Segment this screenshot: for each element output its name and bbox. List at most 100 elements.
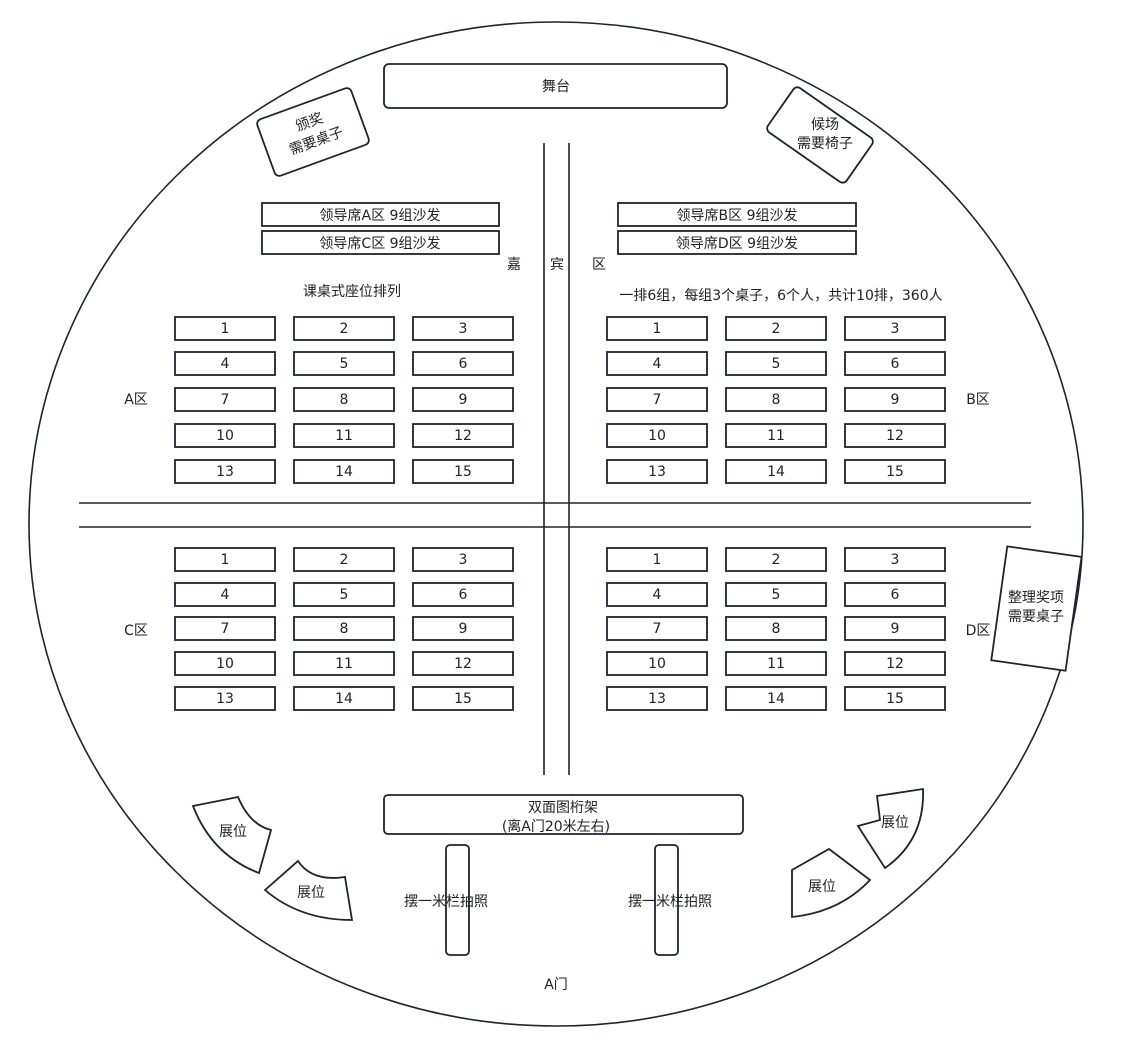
table-number: 9 [459, 621, 468, 637]
table-b-2 [725, 316, 827, 341]
table-d-8 [725, 616, 827, 641]
svg-text:展位: 展位 [219, 824, 247, 840]
table-d-10 [606, 651, 708, 676]
svg-text:双面图桁架: 双面图桁架 [528, 800, 598, 816]
table-number: 2 [772, 321, 781, 337]
table-a-13 [174, 459, 276, 484]
summary-label: 一排6组，每组3个桌子，6个人，共计10排，360人 [619, 288, 942, 304]
table-number: 14 [335, 691, 353, 707]
table-b-3 [844, 316, 946, 341]
stanchion-left [445, 844, 470, 956]
table-number: 14 [767, 691, 785, 707]
table-number: 2 [340, 552, 349, 568]
zone-a-label: A区 [124, 392, 148, 408]
booth [191, 795, 273, 875]
table-d-15 [844, 686, 946, 711]
svg-text:领导席B区 9组沙发: 领导席B区 9组沙发 [677, 208, 798, 224]
table-a-12 [412, 423, 514, 448]
table-b-6 [844, 351, 946, 376]
table-number: 8 [772, 392, 781, 408]
table-c-1 [174, 547, 276, 572]
waiting-area [766, 86, 874, 184]
table-number: 7 [221, 392, 230, 408]
table-a-4 [174, 351, 276, 376]
table-number: 13 [648, 464, 666, 480]
table-d-11 [725, 651, 827, 676]
table-number: 14 [335, 464, 353, 480]
table-number: 5 [772, 587, 781, 603]
table-number: 11 [335, 656, 353, 672]
table-c-4 [174, 582, 276, 607]
table-number: 14 [767, 464, 785, 480]
table-number: 1 [653, 552, 662, 568]
table-a-7 [174, 387, 276, 412]
sorting-line1: 整理奖项 [1008, 589, 1064, 606]
photo-label-right: 摆一米栏拍照 [628, 894, 712, 910]
table-a-15 [412, 459, 514, 484]
table-number: 2 [772, 552, 781, 568]
table-number: 5 [340, 587, 349, 603]
table-b-5 [725, 351, 827, 376]
table-a-2 [293, 316, 395, 341]
table-b-11 [725, 423, 827, 448]
leader-seat-b [617, 202, 857, 227]
table-number: 4 [221, 356, 230, 372]
stage-label: 舞台 [542, 79, 570, 95]
table-a-8 [293, 387, 395, 412]
table-number: 6 [459, 356, 468, 372]
table-d-5 [725, 582, 827, 607]
table-c-5 [293, 582, 395, 607]
table-a-14 [293, 459, 395, 484]
table-a-5 [293, 351, 395, 376]
table-c-13 [174, 686, 276, 711]
booth [791, 847, 872, 918]
table-number: 12 [886, 656, 904, 672]
table-c-15 [412, 686, 514, 711]
table-number: 6 [459, 587, 468, 603]
table-d-3 [844, 547, 946, 572]
table-number: 4 [653, 356, 662, 372]
table-number: 11 [767, 428, 785, 444]
table-number: 8 [772, 621, 781, 637]
table-b-13 [606, 459, 708, 484]
zone-b-label: B区 [966, 392, 990, 408]
table-c-9 [412, 616, 514, 641]
table-number: 3 [459, 552, 468, 568]
table-number: 1 [221, 552, 230, 568]
booth [856, 787, 924, 870]
table-b-8 [725, 387, 827, 412]
svg-text:领导席C区 9组沙发: 领导席C区 9组沙发 [319, 236, 440, 252]
stage [383, 63, 728, 109]
photo-label-left: 摆一米栏拍照 [404, 894, 488, 910]
table-number: 10 [216, 656, 234, 672]
table-number: 12 [454, 656, 472, 672]
svg-text:展位: 展位 [881, 815, 909, 831]
table-b-9 [844, 387, 946, 412]
table-number: 9 [459, 392, 468, 408]
table-number: 8 [340, 621, 349, 637]
table-number: 1 [653, 321, 662, 337]
table-b-14 [725, 459, 827, 484]
leader-seat-c [261, 230, 500, 255]
table-a-9 [412, 387, 514, 412]
table-d-1 [606, 547, 708, 572]
table-number: 4 [221, 587, 230, 603]
table-d-7 [606, 616, 708, 641]
table-number: 6 [891, 587, 900, 603]
table-number: 15 [886, 691, 904, 707]
table-number: 2 [340, 321, 349, 337]
svg-text:展位: 展位 [808, 879, 836, 895]
guest-label: 嘉 [507, 257, 521, 273]
stanchion-right [654, 844, 679, 956]
table-number: 10 [648, 428, 666, 444]
waiting-line1: 候场 [811, 117, 839, 133]
table-number: 9 [891, 621, 900, 637]
booth [263, 859, 354, 921]
table-b-12 [844, 423, 946, 448]
table-number: 1 [221, 321, 230, 337]
table-number: 13 [216, 464, 234, 480]
sorting-line2: 需要桌子 [1008, 609, 1064, 625]
table-a-1 [174, 316, 276, 341]
